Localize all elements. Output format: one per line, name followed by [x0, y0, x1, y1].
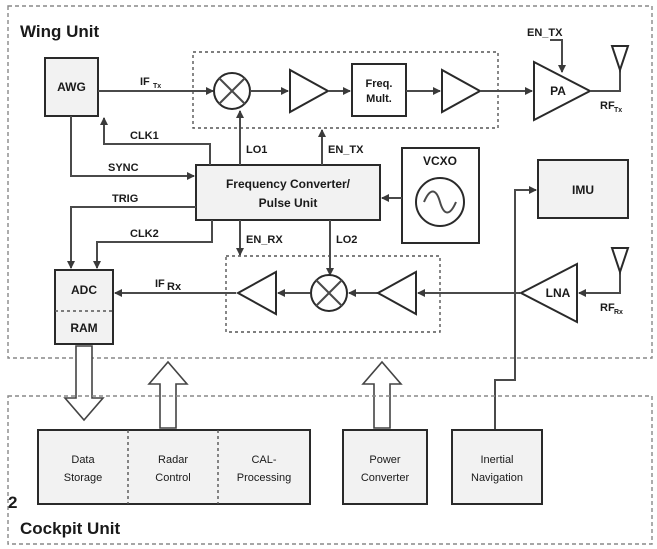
radar-control-label-1: Radar — [158, 454, 188, 466]
power-converter-label-2: Converter — [361, 472, 410, 484]
clk2-label: CLK2 — [130, 228, 159, 240]
if-tx-label: IF — [140, 76, 150, 88]
en-tx-top-label: EN_TX — [527, 27, 563, 39]
data-storage-label-2: Storage — [64, 472, 103, 484]
antenna-to-lna — [578, 272, 621, 297]
cockpit-number: 2 — [8, 493, 17, 512]
imu-block — [537, 159, 629, 219]
imu-link — [494, 186, 537, 430]
inertial-navigation-label-2: Navigation — [471, 472, 523, 484]
power-converter-block — [342, 429, 428, 505]
adc-label: ADC — [71, 283, 97, 297]
pa-icon — [533, 60, 593, 122]
if-rx-sub: Rx — [167, 281, 182, 293]
clk1-label: CLK1 — [130, 130, 159, 142]
en-rx-label: EN_RX — [246, 234, 283, 246]
inertial-navigation-block — [451, 429, 543, 505]
tx-amp1-icon — [289, 68, 331, 114]
rx-mixer-icon — [310, 274, 348, 312]
data-storage-label-1: Data — [71, 454, 95, 466]
lo2-label: LO2 — [336, 234, 357, 246]
rx-amp1-icon — [235, 270, 277, 316]
inertial-navigation-label-1: Inertial — [480, 454, 513, 466]
rf-rx-label: RF — [600, 302, 615, 314]
cal-processing-label-2: Processing — [237, 472, 291, 484]
clk2-line — [93, 220, 213, 269]
rf-tx-sub: Tx — [614, 107, 622, 114]
processing-block — [37, 429, 311, 505]
freq-converter-block — [195, 164, 381, 221]
ram-label: RAM — [70, 321, 97, 335]
freq-mult-label-2: Mult. — [366, 93, 392, 105]
freq-converter-label-2: Pulse Unit — [259, 196, 318, 210]
rx-antenna-icon — [610, 247, 630, 276]
power-converter-label-1: Power — [369, 454, 401, 466]
freq-mult-block — [351, 63, 407, 117]
pa-to-antenna — [590, 70, 621, 92]
data-down-arrow — [63, 345, 105, 422]
awg-block — [44, 57, 99, 117]
vcxo-label: VCXO — [423, 154, 457, 168]
rx-amp2-icon — [375, 270, 417, 316]
tx-mixer-icon — [213, 72, 251, 110]
awg-label: AWG — [57, 80, 86, 94]
if-rx-label: IF — [155, 278, 165, 290]
pa-label: PA — [550, 84, 566, 98]
imu-label: IMU — [572, 183, 594, 197]
sync-line — [70, 116, 195, 180]
freq-mult-label-1: Freq. — [366, 78, 393, 90]
cal-processing-label-1: CAL- — [251, 454, 276, 466]
trig-label: TRIG — [112, 193, 138, 205]
cockpit-unit-title: Cockpit Unit — [20, 519, 120, 538]
control-up-arrow — [147, 360, 189, 429]
trig-line — [67, 206, 196, 269]
radar-control-label-2: Control — [155, 472, 190, 484]
lna-label: LNA — [546, 286, 571, 300]
adc-ram-block — [54, 269, 114, 345]
wing-unit-title: Wing Unit — [20, 22, 99, 41]
lo1-label: LO1 — [246, 144, 267, 156]
en-tx-label: EN_TX — [328, 144, 364, 156]
cockpit-unit-frame — [7, 395, 653, 545]
tx-antenna-icon — [610, 45, 630, 74]
wing-unit-frame — [7, 5, 653, 359]
power-up-arrow — [361, 360, 403, 429]
clk1-line — [100, 117, 211, 165]
oscillator-icon — [415, 177, 465, 227]
sync-label: SYNC — [108, 162, 139, 174]
tx-amp2-icon — [441, 68, 483, 114]
freq-converter-label-1: Frequency Converter/ — [226, 177, 351, 191]
if-tx-sub: Tx — [153, 83, 161, 90]
rf-tx-label: RF — [600, 100, 615, 112]
en-tx-top-line — [550, 39, 566, 73]
rf-rx-sub: Rx — [614, 309, 623, 316]
lna-icon — [518, 262, 578, 324]
